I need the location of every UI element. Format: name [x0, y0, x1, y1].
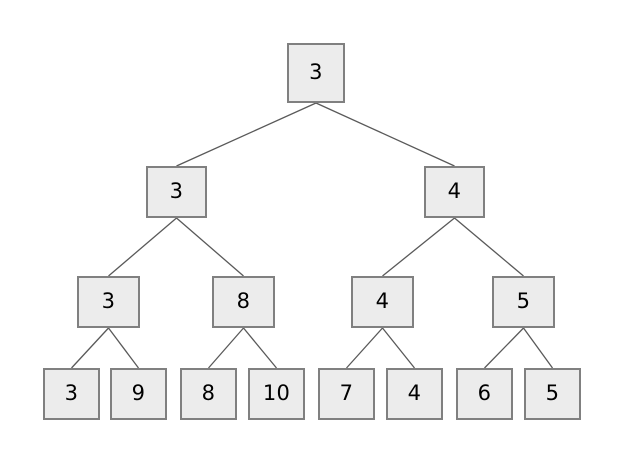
tree-node[interactable]: 4	[351, 276, 414, 328]
tree-node[interactable]: 4	[424, 166, 485, 218]
tree-node-label: 5	[516, 288, 531, 313]
tree-node-label: 10	[262, 380, 291, 405]
tree-node[interactable]: 7	[318, 368, 375, 420]
tree-node[interactable]: 5	[492, 276, 555, 328]
tree-node[interactable]: 8	[180, 368, 237, 420]
tree-node-label: 3	[309, 59, 323, 84]
tree-node-label: 3	[64, 380, 79, 405]
tree-node-label: 4	[407, 380, 422, 405]
tree-node[interactable]: 3	[77, 276, 140, 328]
tree-node-label: 3	[169, 178, 184, 203]
tree-node[interactable]: 4	[386, 368, 443, 420]
tree-node-label: 8	[201, 380, 216, 405]
tree-node-label: 6	[477, 380, 492, 405]
tree-node-label: 4	[375, 288, 390, 313]
tree-node-label: 8	[236, 288, 251, 313]
tree-node[interactable]: 3	[146, 166, 207, 218]
tree-node-label: 3	[101, 288, 116, 313]
tree-node-label: 5	[545, 380, 560, 405]
tree-node[interactable]: 5	[524, 368, 581, 420]
tree-node-label: 9	[131, 380, 146, 405]
tree-node[interactable]: 9	[110, 368, 167, 420]
tree-node[interactable]: 3	[287, 43, 345, 103]
tree-node[interactable]: 3	[43, 368, 100, 420]
tree-node[interactable]: 10	[248, 368, 305, 420]
tree-node[interactable]: 8	[212, 276, 275, 328]
tree-node-label: 4	[447, 178, 462, 203]
tree-node[interactable]: 6	[456, 368, 513, 420]
tree-node-label: 7	[339, 380, 354, 405]
